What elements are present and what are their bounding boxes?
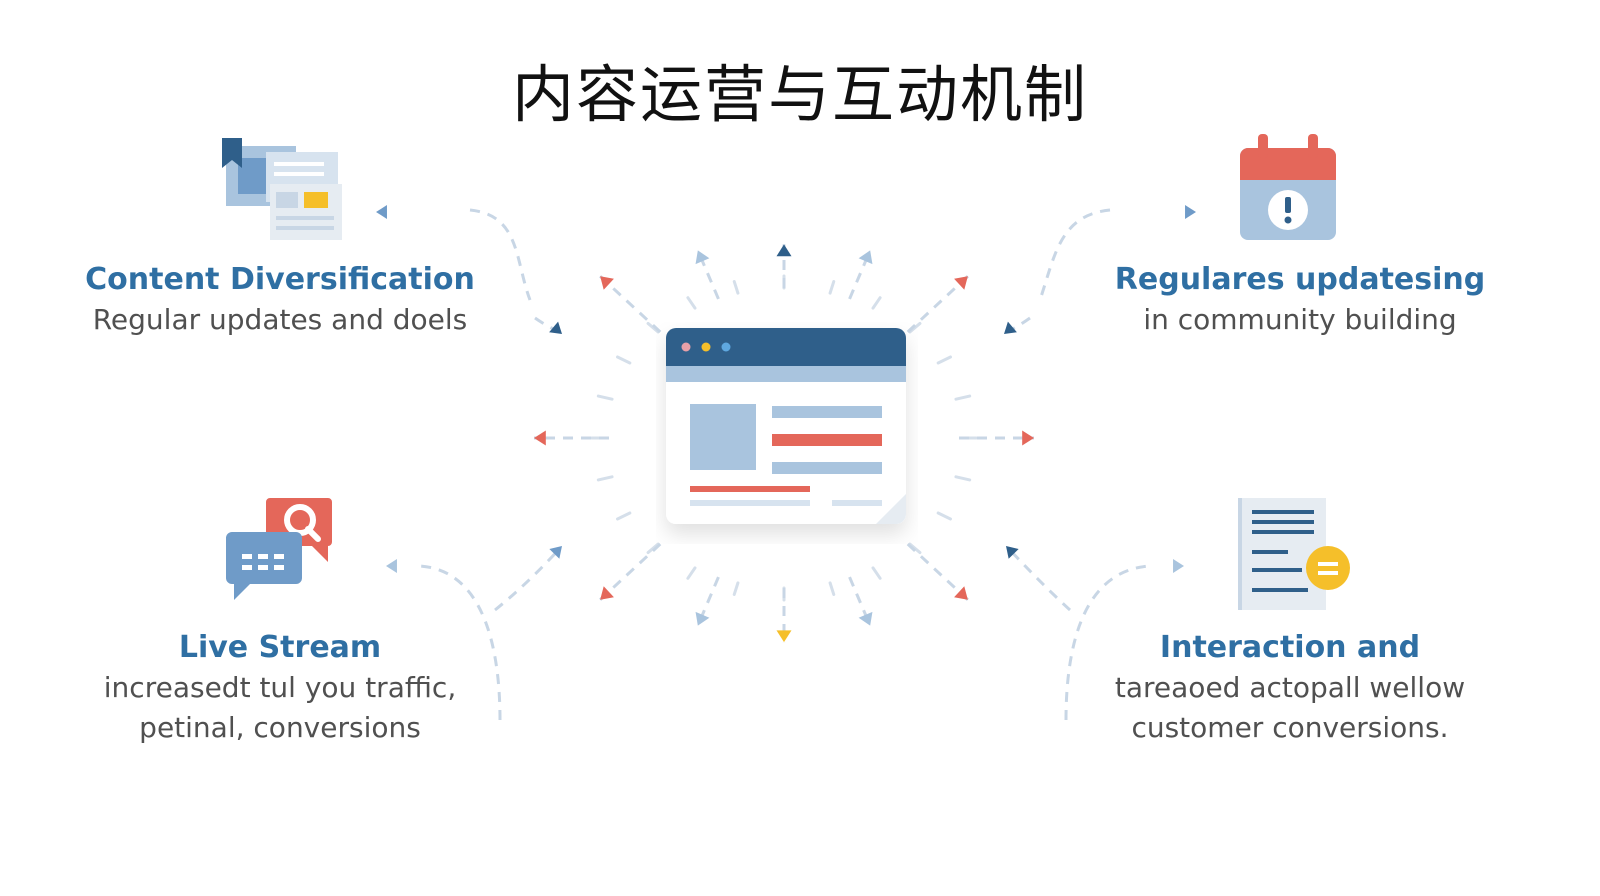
ray-arrow [695, 611, 710, 626]
connector-curve [469, 208, 532, 301]
ray-dash [616, 355, 632, 365]
chat-search-icon [226, 498, 332, 600]
ray-arrow [600, 586, 614, 600]
connector-arrow [1006, 546, 1019, 559]
ray-dash [908, 542, 922, 555]
ray-arrow [954, 586, 968, 600]
connector-arrow [386, 559, 397, 573]
block-desc-line: increasedt tul you traffic, [103, 671, 457, 704]
block-heading: Live Stream [178, 630, 382, 665]
block-heading: Content Diversification [85, 262, 475, 297]
connector-curve [419, 564, 502, 721]
ray-dash [954, 475, 972, 482]
ray-dash [686, 296, 697, 310]
ray-line [906, 275, 969, 334]
connector-curve [494, 547, 562, 612]
ray-arrow [954, 276, 968, 290]
ray-arrow [1022, 430, 1034, 446]
block-content-diversification: Content Diversification Regular updates … [60, 260, 500, 340]
calendar-alert-icon [1240, 134, 1336, 240]
ray-dash [936, 355, 952, 365]
ray-dash [828, 280, 836, 295]
ray-dash [596, 394, 614, 401]
ray-dash [646, 321, 660, 334]
block-desc-line: Regular updates and doels [92, 303, 468, 336]
ray-arrow [695, 250, 710, 265]
ray-line [599, 542, 662, 601]
ray-arrow [858, 611, 873, 626]
ray-dash [732, 280, 740, 295]
ray-dash [828, 581, 836, 596]
ray-arrow [600, 276, 614, 290]
page-title: 内容运营与互动机制 [511, 58, 1088, 131]
connector-arrow [1185, 205, 1196, 219]
block-interaction: Interaction and tareaoed actopall wellow… [1070, 628, 1510, 748]
connector-arrow [549, 546, 562, 559]
ray-dash [646, 542, 660, 555]
document-coin-icon [1238, 498, 1350, 610]
ray-arrow [534, 430, 546, 446]
ray-dash [871, 566, 882, 580]
ray-arrow [858, 250, 873, 265]
ray-dash [616, 511, 632, 521]
connector-arrow [376, 205, 387, 219]
ray-dash [686, 566, 697, 580]
connector-arrow [1173, 559, 1184, 573]
ray-arrow [776, 244, 792, 257]
ray-dash [908, 321, 922, 334]
block-desc-line: petinal, conversions [139, 711, 421, 744]
ray-dash [954, 394, 972, 401]
block-desc-line: customer conversions. [1131, 711, 1449, 744]
block-heading: Regulares updatesing [1114, 262, 1486, 297]
block-desc-line: tareaoed actopall wellow [1114, 671, 1466, 704]
browser-window-icon [666, 328, 906, 524]
block-live-stream: Live Stream increasedt tul you traffic, … [60, 628, 500, 748]
ray-arrow [776, 630, 792, 643]
ray-line [906, 542, 969, 601]
block-regular-updates: Regulares updatesing in community buildi… [1080, 260, 1520, 340]
block-desc-line: in community building [1143, 303, 1457, 336]
connector-arrow [549, 321, 562, 334]
connector-curve [1006, 546, 1072, 612]
ray-dash [936, 511, 952, 521]
ray-dash [871, 296, 882, 310]
block-heading: Interaction and [1159, 630, 1421, 665]
ray-dash [596, 475, 614, 482]
connector-arrow [1004, 321, 1017, 334]
connector-curve [1038, 208, 1111, 301]
content-documents-icon [222, 138, 342, 240]
ray-dash [732, 581, 740, 596]
ray-line [599, 275, 662, 334]
